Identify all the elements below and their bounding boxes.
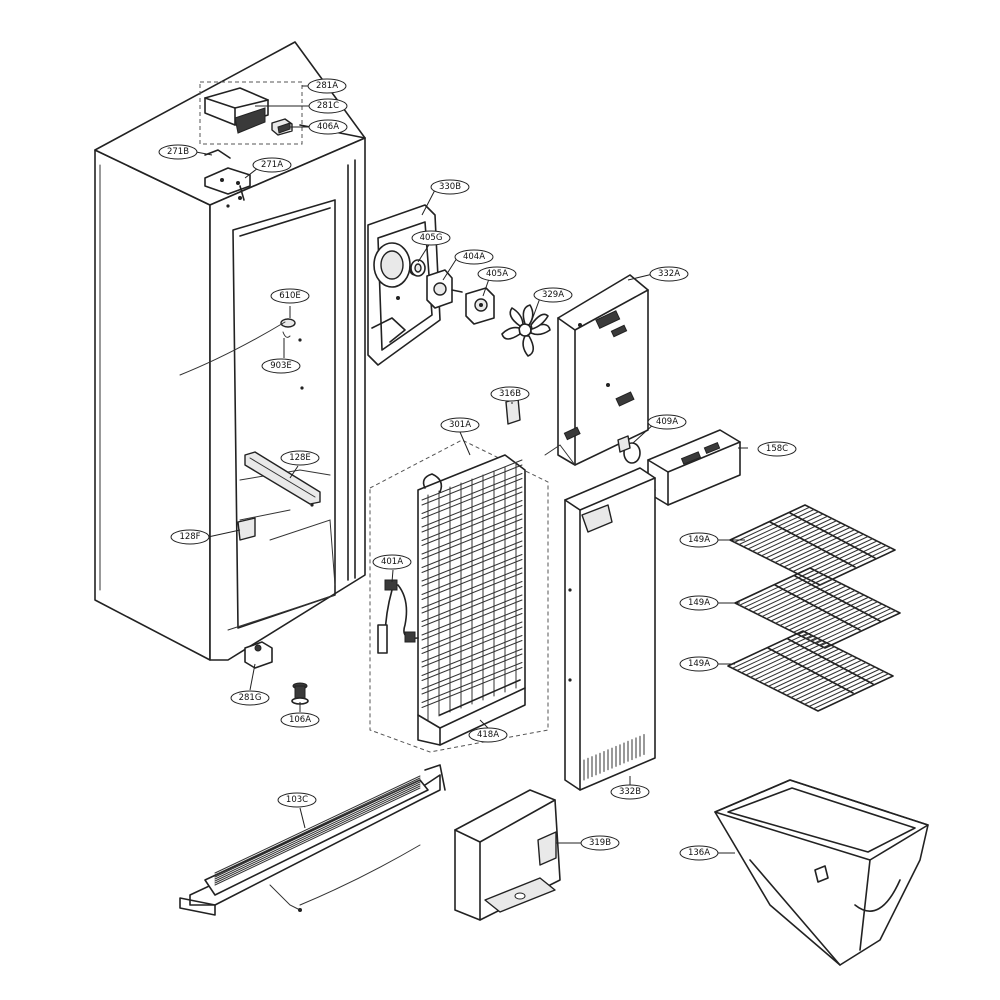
part-number: 404A <box>463 252 485 262</box>
callout-903E: 903E <box>261 358 301 374</box>
part-number: 128F <box>179 532 200 542</box>
callout-409A: 409A <box>647 414 687 430</box>
storage-bin-part <box>714 779 929 966</box>
control-box-part <box>204 87 269 134</box>
callout-149A-bottom: 149A <box>679 656 719 672</box>
connector-part <box>271 118 293 136</box>
part-number: 903E <box>270 361 292 371</box>
part-number: 406A <box>317 122 339 132</box>
part-number: 332A <box>658 269 680 279</box>
callout-281C: 281C <box>308 98 348 114</box>
part-number: 330B <box>439 182 461 192</box>
callout-106A: 106A <box>280 712 320 728</box>
rear-panel-part <box>564 467 656 791</box>
callout-316B: 316B <box>490 386 530 402</box>
callout-332A: 332A <box>649 266 689 282</box>
damper-part <box>179 318 296 376</box>
part-number: 401A <box>381 557 403 567</box>
callout-332B: 332B <box>610 784 650 800</box>
shelf-rail-part <box>244 451 321 505</box>
callout-271A: 271A <box>252 157 292 173</box>
assembly-group-outline <box>199 81 303 145</box>
callout-418A: 418A <box>468 727 508 743</box>
defrost-heater-part <box>377 579 419 654</box>
callout-128E: 128E <box>280 450 320 466</box>
lamp-part <box>617 435 641 464</box>
callout-281G: 281G <box>230 690 270 706</box>
part-number: 128E <box>289 453 311 463</box>
callout-405G: 405G <box>411 230 451 246</box>
refrigerator-cabinet <box>94 41 366 661</box>
part-number: 610E <box>279 291 301 301</box>
leader-lines <box>195 85 748 854</box>
fan-grommet-part <box>410 259 426 277</box>
rail-bracket-part <box>237 517 256 541</box>
callout-271B: 271B <box>158 144 198 160</box>
part-number: 149A <box>688 598 710 608</box>
part-number: 106A <box>289 715 311 725</box>
part-number: 332B <box>619 787 641 797</box>
callout-149A-top: 149A <box>679 532 719 548</box>
callout-158C: 158C <box>757 441 797 457</box>
part-number: 418A <box>477 730 499 740</box>
callout-281A: 281A <box>307 78 347 94</box>
duct-cover-part <box>454 789 561 921</box>
part-number: 405G <box>420 233 443 243</box>
part-number: 301A <box>449 420 471 430</box>
evaporator-group-outline <box>369 439 549 753</box>
callout-136A: 136A <box>679 845 719 861</box>
callout-406A: 406A <box>308 119 348 135</box>
part-number: 319B <box>589 838 611 848</box>
evaporator-cover-part <box>544 274 649 466</box>
part-number: 271B <box>167 147 189 157</box>
callout-149A-middle: 149A <box>679 595 719 611</box>
bottom-grille-part <box>179 764 446 916</box>
part-number: 281G <box>239 693 262 703</box>
callout-401A: 401A <box>372 554 412 570</box>
leveling-leg-part <box>291 682 309 705</box>
part-number: 281C <box>317 101 339 111</box>
fan-motor-part <box>426 269 463 309</box>
part-number: 103C <box>286 795 308 805</box>
part-number: 409A <box>656 417 678 427</box>
fan-blade-part <box>501 304 551 357</box>
callout-405A: 405A <box>477 266 517 282</box>
callout-128F: 128F <box>170 529 210 545</box>
part-number: 316B <box>499 389 521 399</box>
part-number: 329A <box>542 290 564 300</box>
part-number: 149A <box>688 659 710 669</box>
callout-301A: 301A <box>440 417 480 433</box>
hinge-part <box>204 149 251 201</box>
fan-bracket-part <box>367 204 441 366</box>
callout-103C: 103C <box>277 792 317 808</box>
callout-330B: 330B <box>430 179 470 195</box>
part-number: 149A <box>688 535 710 545</box>
sensor-part <box>505 397 521 425</box>
bottom-hinge-part <box>244 641 273 669</box>
small-motor-part <box>465 287 495 325</box>
callout-329A: 329A <box>533 287 573 303</box>
callout-610E: 610E <box>270 288 310 304</box>
callout-319B: 319B <box>580 835 620 851</box>
part-number: 281A <box>316 81 338 91</box>
evaporator-coil-part <box>417 454 526 746</box>
callout-404A: 404A <box>454 249 494 265</box>
part-number: 271A <box>261 160 283 170</box>
part-number: 405A <box>486 269 508 279</box>
wire-shelves-part <box>727 504 901 712</box>
part-number: 136A <box>688 848 710 858</box>
part-number: 158C <box>766 444 788 454</box>
